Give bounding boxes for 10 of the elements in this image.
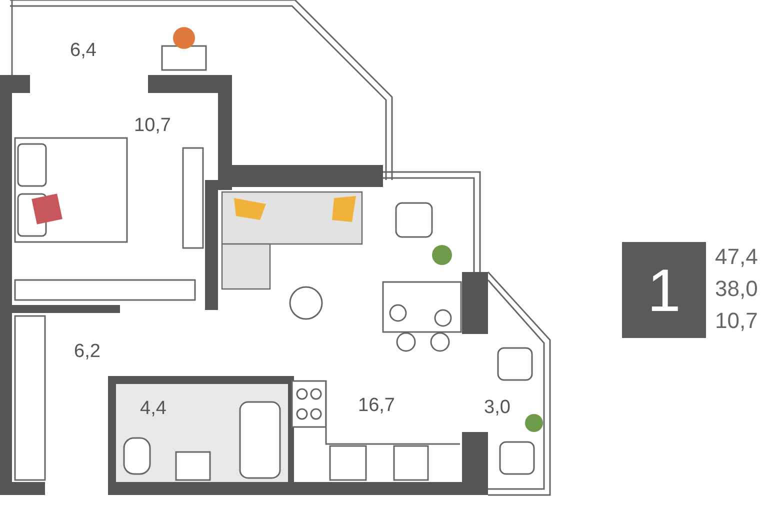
- kitchen-area-label: 10,7: [715, 308, 758, 334]
- room-area-label: 3,0: [484, 397, 510, 419]
- room-area-label: 10,7: [134, 115, 171, 137]
- room-count-box: 1: [622, 242, 706, 338]
- living-area-label: 38,0: [715, 276, 758, 302]
- room-area-label: 6,4: [70, 40, 96, 62]
- room-area-label: 16,7: [358, 395, 395, 417]
- room-area-label: 4,4: [140, 398, 166, 420]
- room-area-label: 6,2: [74, 341, 100, 363]
- total-area-label: 47,4: [715, 244, 758, 270]
